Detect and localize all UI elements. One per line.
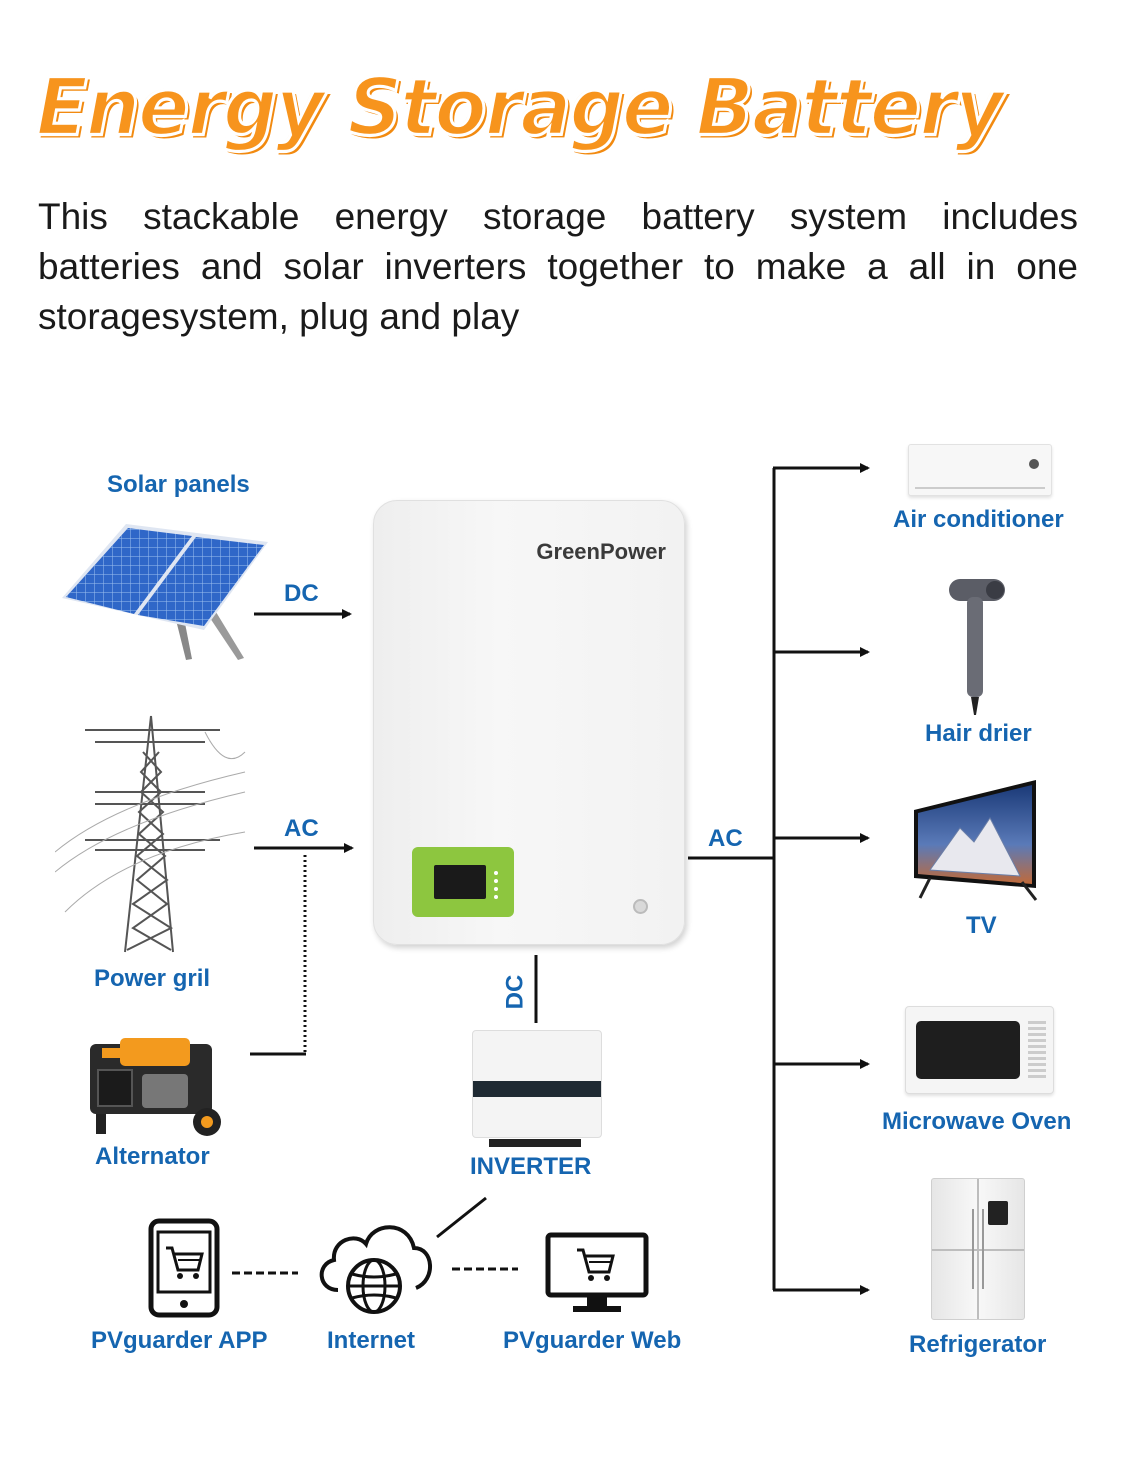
- output-ac-label: AC: [708, 825, 743, 852]
- web-monitor-icon[interactable]: [545, 1232, 649, 1316]
- hair-drier-icon: [949, 579, 1005, 715]
- internet-inverter-link: [436, 1196, 487, 1239]
- microwave-label: Microwave Oven: [882, 1108, 1072, 1135]
- internet-label: Internet: [327, 1327, 416, 1354]
- solar-panels-label: Solar panels: [107, 471, 250, 498]
- hair-drier-label: Hair drier: [925, 720, 1032, 747]
- inverter-status-bar: [473, 1081, 601, 1097]
- page-title: Energy Storage Battery: [34, 58, 1005, 155]
- tv-icon: [914, 780, 1038, 901]
- microwave-icon: [905, 1006, 1054, 1094]
- battery-lcd-screen: [434, 865, 486, 899]
- air-conditioner-icon: [908, 444, 1052, 496]
- power-tower-icon: [55, 715, 246, 953]
- solar-dc-label: DC: [284, 580, 319, 607]
- battery-brand-logo: GreenPower: [536, 539, 666, 564]
- alternator-label: Alternator: [95, 1143, 210, 1170]
- grid-ac-label: AC: [284, 815, 319, 842]
- inverter-label: INVERTER: [470, 1153, 592, 1180]
- tv-label: TV: [966, 912, 997, 939]
- page-description: This stackable energy storage battery sy…: [38, 196, 1078, 337]
- pvguarder-app-label[interactable]: PVguarder APP: [91, 1327, 268, 1354]
- solar-panel-icon: [62, 524, 268, 660]
- inverter-dc-label: DC: [501, 974, 529, 1010]
- refrigerator-icon: [931, 1178, 1025, 1320]
- power-grid-label: Power gril: [94, 965, 211, 992]
- cloud-globe-icon: [319, 1225, 432, 1314]
- inverter-unit: [472, 1030, 602, 1147]
- battery-display-panel: [412, 847, 514, 917]
- mobile-app-icon[interactable]: [148, 1218, 220, 1318]
- pvguarder-web-label[interactable]: PVguarder Web: [503, 1327, 682, 1354]
- battery-unit: GreenPower: [373, 500, 685, 945]
- air-conditioner-label: Air conditioner: [893, 506, 1064, 533]
- refrigerator-label: Refrigerator: [909, 1331, 1047, 1358]
- power-button[interactable]: [633, 899, 648, 914]
- generator-icon: [90, 1038, 221, 1136]
